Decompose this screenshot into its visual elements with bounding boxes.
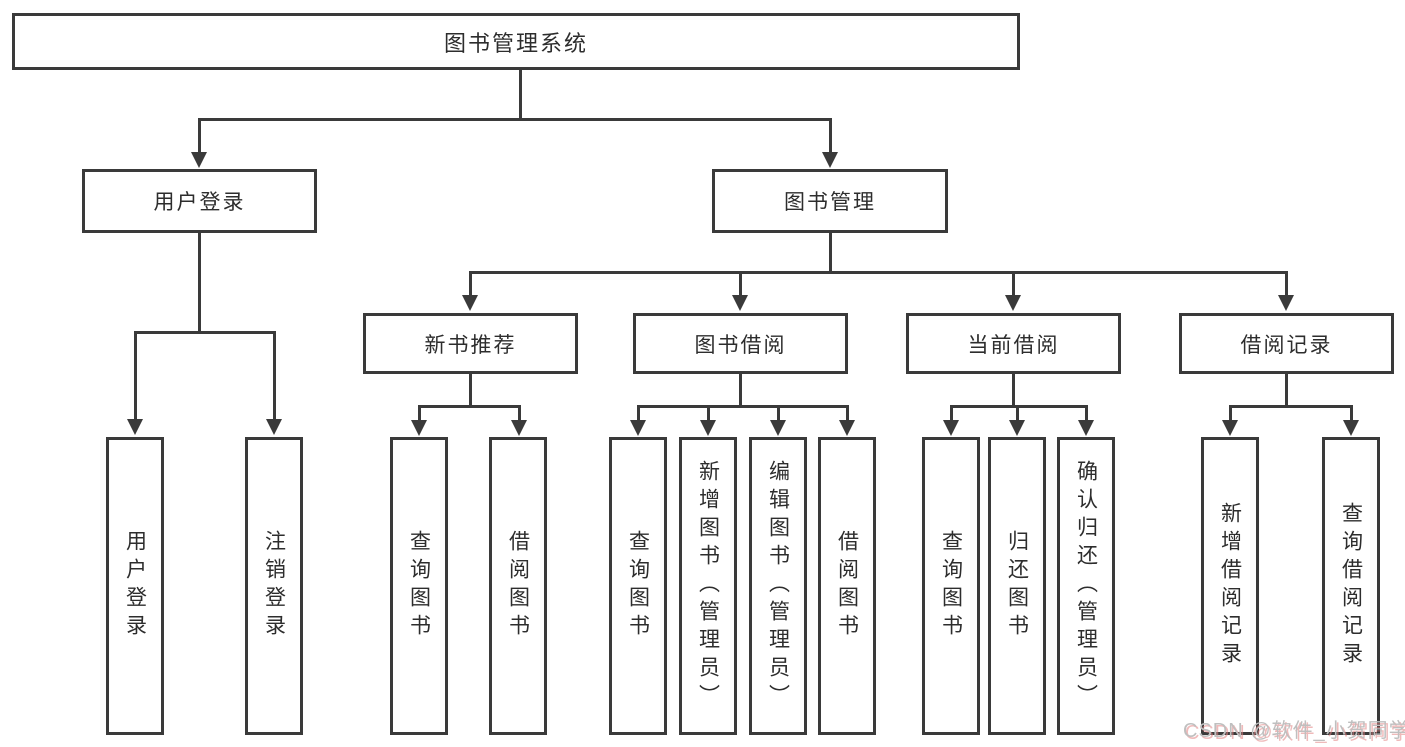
connector-root-span	[198, 118, 831, 121]
connector-book-management-span	[469, 271, 1288, 274]
connector-book-management-drop	[829, 233, 832, 273]
arrow-down-icon	[732, 295, 748, 311]
node-book-management: 图书管理	[712, 169, 948, 233]
leaf-nbr-query-book: 查询图书	[390, 437, 448, 735]
connector-to-leaf-user-login	[134, 331, 137, 421]
leaf-bb-edit-book-admin: 编辑图书（管理员）	[749, 437, 807, 735]
arrow-down-icon	[943, 420, 959, 436]
node-book-borrow: 图书借阅	[633, 313, 848, 374]
node-borrow-record: 借阅记录	[1179, 313, 1394, 374]
connector-to-current-borrow	[1012, 271, 1015, 297]
arrow-down-icon	[266, 419, 282, 435]
arrow-down-icon	[700, 420, 716, 436]
connector-to-leaf	[1016, 405, 1019, 422]
arrow-down-icon	[511, 420, 527, 436]
leaf-br-query-record: 查询借阅记录	[1322, 437, 1380, 735]
connector-to-book-management	[829, 118, 832, 154]
leaf-cb-confirm-return-admin: 确认归还（管理员）	[1057, 437, 1115, 735]
connector-nbr-drop	[469, 374, 472, 408]
node-current-borrow: 当前借阅	[906, 313, 1121, 374]
arrow-down-icon	[462, 295, 478, 311]
connector-br-span	[1229, 405, 1352, 408]
leaf-cb-return-book: 归还图书	[988, 437, 1046, 735]
connector-to-new-book-recommend	[469, 271, 472, 297]
connector-to-leaf	[950, 405, 953, 422]
arrow-down-icon	[630, 420, 646, 436]
connector-to-leaf	[1085, 405, 1088, 422]
arrow-down-icon	[127, 419, 143, 435]
arrow-down-icon	[191, 152, 207, 168]
connector-br-drop	[1285, 374, 1288, 408]
connector-user-login-span	[134, 331, 276, 334]
connector-bb-span	[637, 405, 849, 408]
leaf-br-add-record: 新增借阅记录	[1201, 437, 1259, 735]
connector-user-login-drop	[198, 233, 201, 333]
connector-cb-drop	[1012, 374, 1015, 408]
connector-to-leaf	[518, 405, 521, 422]
connector-to-user-login	[198, 118, 201, 154]
arrow-down-icon	[1009, 420, 1025, 436]
node-user-login: 用户登录	[82, 169, 317, 233]
connector-bb-drop	[739, 374, 742, 408]
connector-to-book-borrow	[739, 271, 742, 297]
connector-to-leaf	[637, 405, 640, 422]
connector-to-leaf	[777, 405, 780, 422]
leaf-cb-query-book: 查询图书	[922, 437, 980, 735]
leaf-bb-query-book: 查询图书	[609, 437, 667, 735]
leaf-bb-borrow-book: 借阅图书	[818, 437, 876, 735]
node-new-book-recommend: 新书推荐	[363, 313, 578, 374]
connector-to-leaf	[1229, 405, 1232, 422]
connector-to-borrow-record	[1285, 271, 1288, 297]
leaf-bb-add-book-admin: 新增图书（管理员）	[679, 437, 737, 735]
connector-to-leaf	[846, 405, 849, 422]
leaf-user-login: 用户登录	[106, 437, 164, 735]
connector-root-drop	[519, 70, 522, 120]
arrow-down-icon	[1005, 295, 1021, 311]
arrow-down-icon	[770, 420, 786, 436]
csdn-watermark: CSDN @软件_小贺同学	[1183, 720, 1405, 742]
arrow-down-icon	[822, 152, 838, 168]
node-library-management-system: 图书管理系统	[12, 13, 1020, 70]
arrow-down-icon	[839, 420, 855, 436]
leaf-nbr-borrow-book: 借阅图书	[489, 437, 547, 735]
connector-to-leaf	[1350, 405, 1353, 422]
arrow-down-icon	[1222, 420, 1238, 436]
arrow-down-icon	[411, 420, 427, 436]
arrow-down-icon	[1078, 420, 1094, 436]
arrow-down-icon	[1343, 420, 1359, 436]
connector-to-leaf	[418, 405, 421, 422]
leaf-logout-login: 注销登录	[245, 437, 303, 735]
connector-nbr-span	[418, 405, 521, 408]
connector-to-leaf	[707, 405, 710, 422]
connector-to-leaf-logout	[273, 331, 276, 421]
arrow-down-icon	[1278, 295, 1294, 311]
